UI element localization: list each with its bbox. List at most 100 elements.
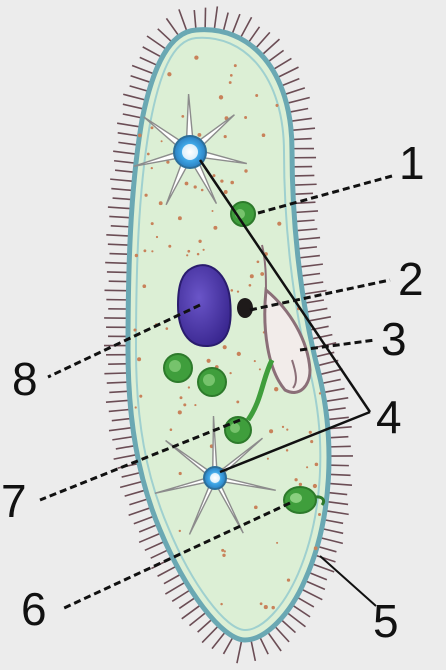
granule: [275, 104, 278, 107]
cilium: [123, 94, 144, 99]
label-1: 1: [399, 140, 425, 186]
cilium: [269, 50, 283, 61]
cilium: [283, 79, 300, 86]
cilium: [331, 474, 351, 475]
cilium: [322, 538, 343, 543]
cilium: [288, 97, 309, 102]
cilium: [189, 613, 205, 626]
granule: [229, 372, 231, 374]
granule: [181, 115, 184, 118]
cilium: [308, 308, 328, 311]
cilium: [129, 508, 150, 515]
granule: [224, 135, 227, 138]
cilium: [310, 573, 327, 580]
cilium: [179, 598, 194, 608]
label-2: 2: [398, 256, 424, 302]
granule: [287, 578, 290, 581]
granule: [170, 428, 173, 431]
cilium: [324, 529, 344, 533]
granule: [223, 345, 227, 349]
cilium: [223, 638, 232, 654]
cilium: [131, 76, 150, 82]
granule: [276, 542, 278, 544]
cilium: [224, 13, 228, 30]
granule: [286, 449, 288, 451]
granule: [187, 250, 190, 253]
cilium: [292, 118, 312, 121]
granule: [179, 472, 182, 475]
cilium: [298, 238, 320, 240]
granule: [249, 284, 252, 287]
granule: [185, 182, 189, 186]
granule: [254, 360, 256, 362]
granule: [139, 395, 142, 398]
cilium: [302, 273, 320, 275]
granule: [237, 352, 241, 356]
cilium: [109, 410, 129, 412]
cilium: [123, 104, 142, 108]
granule: [194, 185, 197, 188]
granule: [194, 404, 196, 406]
granule: [264, 605, 268, 609]
granule: [197, 133, 201, 137]
granule: [133, 328, 136, 331]
granule: [213, 226, 217, 230]
granule: [259, 368, 261, 370]
granule: [151, 126, 154, 129]
granule: [244, 116, 247, 119]
granule: [262, 133, 266, 137]
granule: [142, 284, 146, 288]
granule: [178, 216, 182, 220]
cilium: [296, 211, 318, 212]
granule: [186, 254, 188, 256]
granule: [151, 222, 154, 225]
granule: [313, 484, 317, 488]
granule: [203, 249, 205, 251]
cilium: [214, 6, 217, 28]
cilium: [164, 575, 180, 584]
granule: [234, 64, 237, 67]
cilium: [107, 272, 127, 273]
granule: [213, 174, 216, 177]
granule: [188, 386, 190, 388]
cilium: [260, 638, 268, 654]
granule: [194, 55, 198, 59]
granule: [318, 513, 321, 516]
cilium: [286, 88, 305, 94]
granule: [220, 179, 223, 182]
cilium: [111, 189, 131, 191]
cilium: [113, 198, 131, 199]
granule: [231, 289, 234, 292]
granule: [224, 190, 228, 194]
granule: [167, 72, 171, 76]
granule: [236, 400, 239, 403]
cilium: [325, 389, 345, 393]
cilium: [299, 247, 317, 249]
cilium: [145, 542, 163, 550]
cilium: [294, 175, 314, 176]
cilium: [297, 220, 315, 221]
cilium: [233, 14, 240, 33]
cilium: [326, 398, 348, 401]
cilium: [118, 133, 138, 136]
cilium: [115, 170, 133, 172]
cilium: [151, 550, 167, 558]
granule: [207, 359, 211, 363]
cilium: [112, 419, 130, 421]
granule: [178, 410, 182, 414]
label-7: 7: [1, 478, 27, 524]
label-4: 4: [376, 394, 402, 440]
granule: [267, 458, 269, 460]
granule: [145, 194, 148, 197]
cilium: [122, 473, 140, 477]
macronucleus: [178, 265, 231, 346]
granule: [180, 396, 183, 399]
cilium: [309, 317, 331, 321]
cilium: [109, 216, 129, 217]
cilium: [105, 263, 127, 264]
cilium: [109, 391, 127, 392]
cilium: [298, 598, 314, 607]
label-8: 8: [12, 356, 38, 402]
granule: [220, 603, 222, 605]
